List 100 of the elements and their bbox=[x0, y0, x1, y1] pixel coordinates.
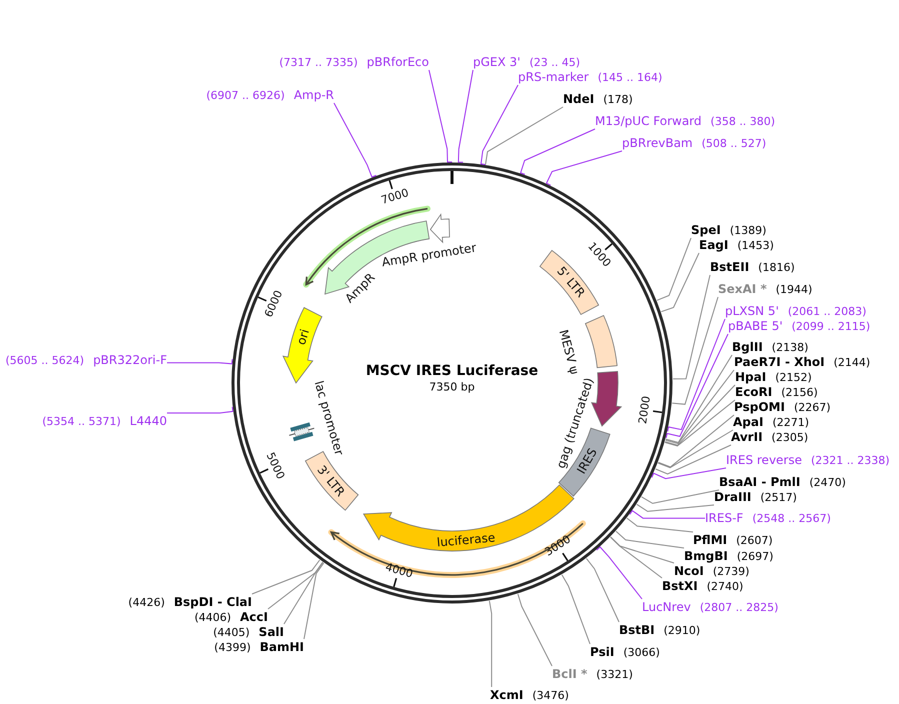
leader-line bbox=[485, 106, 564, 166]
leader-line bbox=[656, 238, 692, 301]
primer-name: IRES reverse bbox=[726, 452, 802, 468]
position-label: (2321 .. 2338) bbox=[811, 453, 890, 469]
position-label: (508 .. 527) bbox=[702, 136, 766, 152]
site-name: PsiI bbox=[590, 644, 614, 660]
tick-label: 6000 bbox=[262, 288, 285, 320]
tick-label: 4000 bbox=[383, 560, 414, 580]
position-label: (2099 .. 2115) bbox=[792, 319, 870, 335]
leader-line bbox=[596, 546, 642, 600]
position-label: (178) bbox=[603, 92, 633, 108]
position-label: (2607) bbox=[736, 533, 773, 549]
leader-line bbox=[641, 490, 720, 504]
leader-line bbox=[252, 560, 320, 594]
position-label: (2061 .. 2083) bbox=[788, 304, 866, 320]
leader-line bbox=[666, 334, 728, 438]
position-label: (4406) bbox=[194, 610, 232, 626]
position-label: (2697) bbox=[736, 549, 774, 565]
primer-name: pBRrevBam bbox=[622, 135, 693, 151]
leader-line bbox=[268, 562, 324, 610]
leader-line bbox=[284, 562, 324, 624]
position-label: (5605 .. 5624) bbox=[6, 353, 84, 369]
site-name: BmgBI bbox=[684, 548, 728, 564]
leader-line bbox=[458, 70, 474, 163]
tick-label: 2000 bbox=[637, 395, 653, 425]
site-name: SalI bbox=[258, 624, 284, 640]
leader-line bbox=[665, 354, 732, 444]
leader-line bbox=[488, 600, 492, 688]
site-name: ApaI bbox=[733, 414, 764, 430]
position-label: (2548 .. 2567) bbox=[752, 511, 831, 527]
site-name: HpaI bbox=[735, 369, 766, 385]
position-label: (2156) bbox=[781, 385, 818, 401]
position-label: (7317 .. 7335) bbox=[279, 55, 358, 71]
leader-line bbox=[629, 510, 706, 519]
position-label: (2271) bbox=[772, 415, 810, 431]
position-label: (4405) bbox=[213, 625, 250, 641]
site-name: BclI * bbox=[552, 666, 588, 682]
position-label: (4426) bbox=[128, 595, 165, 611]
position-label: (2138) bbox=[772, 340, 808, 356]
leader-line bbox=[610, 536, 662, 578]
leader-line bbox=[626, 518, 694, 532]
position-label: (1389) bbox=[730, 223, 766, 239]
primer-name: pBABE 5' bbox=[728, 318, 783, 334]
position-label: (2739) bbox=[712, 564, 750, 580]
plasmid-size: 7350 bp bbox=[429, 380, 475, 394]
map-title: MSCV IRES Luciferase bbox=[366, 363, 538, 379]
position-label: (3066) bbox=[623, 645, 660, 661]
position-label: (2470) bbox=[809, 475, 846, 491]
leader-line bbox=[655, 444, 732, 475]
feature-label: luciferase bbox=[436, 530, 496, 550]
primer-name: pRS-marker bbox=[518, 69, 589, 85]
primer-name: IRES-F bbox=[705, 510, 744, 526]
position-label: (2144) bbox=[834, 355, 870, 371]
primer-name: pLXSN 5' bbox=[725, 303, 779, 319]
position-label: (2267) bbox=[794, 400, 831, 416]
position-label: (358 .. 380) bbox=[710, 114, 776, 130]
site-name: NdeI bbox=[563, 91, 594, 107]
leader-line bbox=[166, 358, 233, 364]
leader-line bbox=[658, 430, 734, 468]
site-name: NcoI bbox=[674, 563, 704, 579]
tick-label: 5000 bbox=[264, 450, 287, 481]
primer-name: pBR322ori-F bbox=[93, 352, 167, 368]
leader-line bbox=[334, 102, 377, 178]
leader-line bbox=[664, 384, 736, 446]
tick-label: 7000 bbox=[379, 186, 410, 207]
site-name: BstXI bbox=[662, 578, 698, 594]
leader-line bbox=[304, 562, 324, 640]
site-name: PspOMI bbox=[734, 399, 785, 415]
position-label: (2152) bbox=[775, 370, 812, 386]
position-label: (23 .. 45) bbox=[529, 55, 580, 71]
position-label: (2910) bbox=[664, 623, 700, 639]
site-name: PaeR7I - XhoI bbox=[734, 354, 825, 370]
site-name: EcoRI bbox=[735, 384, 772, 400]
site-name: BstBI bbox=[619, 622, 655, 638]
position-label: (2807 .. 2825) bbox=[700, 600, 778, 616]
position-label: (4399) bbox=[214, 640, 251, 656]
feature-label: AmpR promoter bbox=[381, 240, 478, 270]
feature-label: MESV ψ bbox=[556, 328, 582, 376]
primer-name: Amp-R bbox=[294, 87, 334, 103]
site-name: BstEII bbox=[710, 259, 750, 275]
position-label: (1944) bbox=[776, 282, 812, 298]
position-label: (2517) bbox=[760, 490, 797, 506]
leader-line bbox=[665, 370, 734, 444]
leader-line bbox=[546, 150, 622, 186]
position-label: (1816) bbox=[758, 260, 795, 276]
site-name: SexAI * bbox=[718, 281, 767, 297]
site-name: PflMI bbox=[693, 532, 728, 548]
leader-line bbox=[651, 468, 726, 480]
leader-line bbox=[428, 70, 453, 162]
site-name: XcmI bbox=[490, 687, 524, 703]
site-name: AvrII bbox=[731, 429, 763, 445]
position-label: (1453) bbox=[737, 238, 774, 254]
leader-line bbox=[664, 400, 736, 446]
site-name: BsaAI - PmlI bbox=[719, 474, 800, 490]
position-label: (6907 .. 6926) bbox=[206, 88, 285, 104]
position-label: (2305) bbox=[772, 430, 808, 446]
site-name: BglII bbox=[732, 339, 763, 355]
primer-name: M13/pUC Forward bbox=[595, 113, 702, 129]
leader-line bbox=[660, 252, 700, 312]
leader-line bbox=[672, 296, 718, 405]
